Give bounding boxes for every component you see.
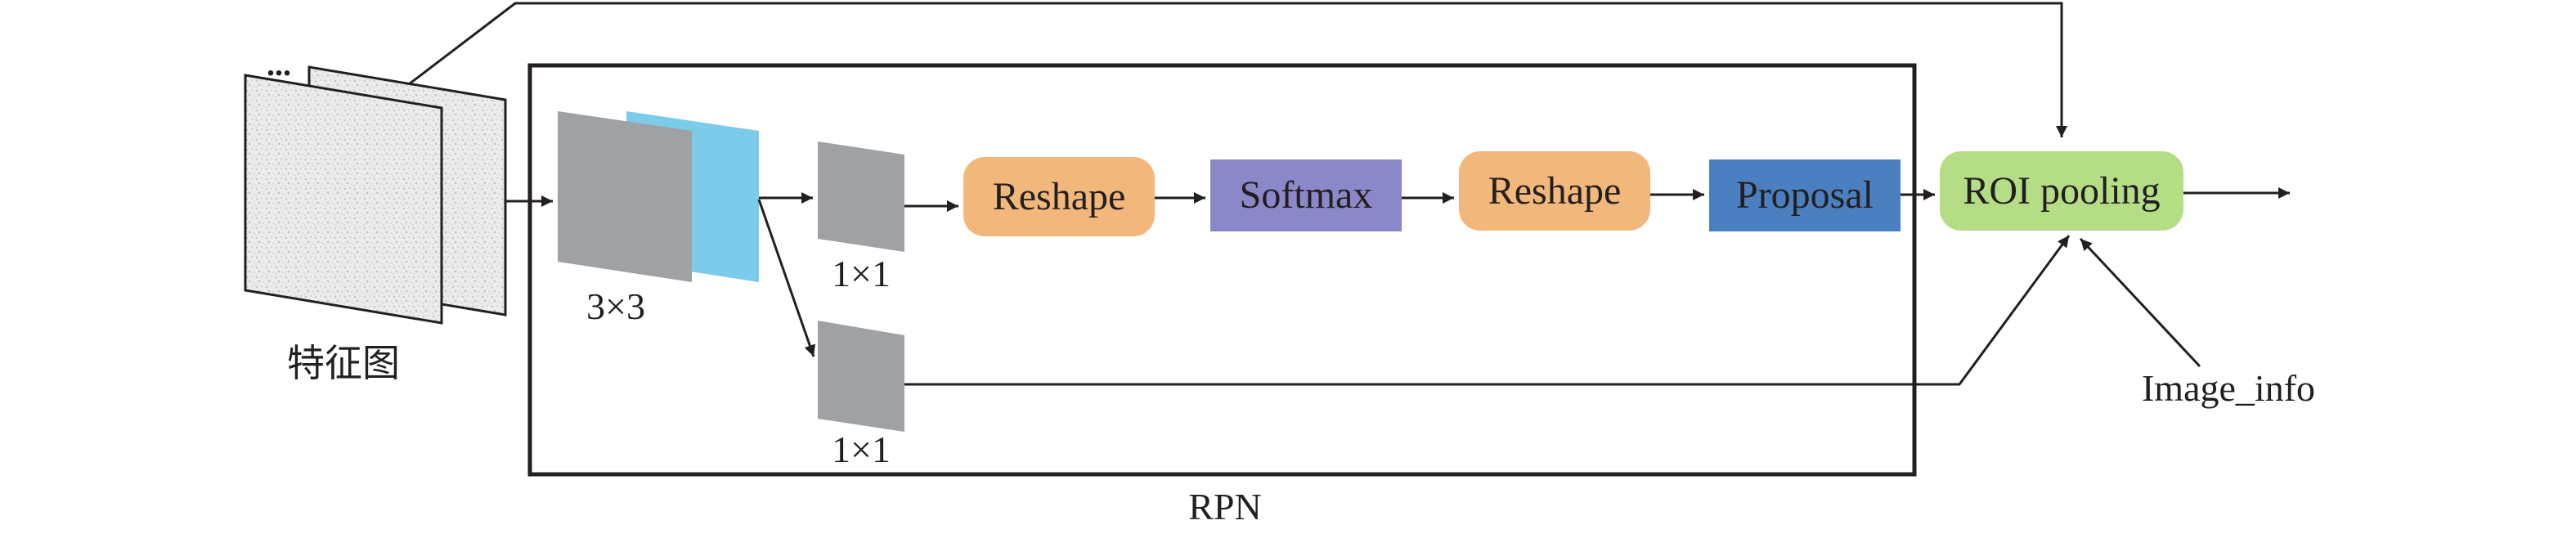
softmax-node-label: Softmax — [1240, 173, 1373, 217]
conv-1x1-top-square — [818, 141, 904, 252]
arrow-1x1-bottom-to-roi — [904, 235, 2071, 386]
feature-map-stack: ... 特征图 — [244, 46, 507, 385]
conv-3x3: 3×3 — [558, 111, 759, 327]
rpn-label: RPN — [1188, 486, 1261, 527]
conv-1x1-bottom: 1×1 — [818, 321, 904, 470]
proposal-node-label: Proposal — [1736, 173, 1874, 217]
reshape-node-1-label: Reshape — [993, 175, 1126, 218]
conv-1x1-top: 1×1 — [818, 141, 904, 294]
arrow-conv3-to-1x1-bottom — [757, 199, 815, 357]
feature-map-front — [244, 74, 443, 325]
feature-map-label: 特征图 — [287, 341, 400, 385]
softmax-node: Softmax — [1210, 159, 1402, 231]
conv-3x3-gray — [558, 111, 692, 282]
conv-1x1-bottom-square — [818, 321, 904, 432]
conv-1x1-bottom-label: 1×1 — [832, 429, 891, 470]
arrow-image-info-to-roi — [2079, 237, 2201, 368]
roi-pooling-node: ROI pooling — [1940, 151, 2183, 231]
rpn-box — [527, 63, 1917, 477]
reshape-node-1: Reshape — [963, 157, 1155, 236]
connectors — [408, 2, 2290, 386]
reshape-node-2: Reshape — [1459, 151, 1650, 231]
roi-pooling-node-label: ROI pooling — [1963, 169, 2160, 213]
feature-map-dots: ... — [267, 46, 291, 83]
conv-3x3-label: 3×3 — [586, 285, 645, 327]
reshape-node-2-label: Reshape — [1488, 169, 1622, 213]
proposal-node: Proposal — [1709, 159, 1901, 231]
bypass-arrow-top — [408, 2, 2067, 137]
image-info-label: Image_info — [2142, 367, 2315, 409]
conv-1x1-top-label: 1×1 — [832, 253, 891, 294]
